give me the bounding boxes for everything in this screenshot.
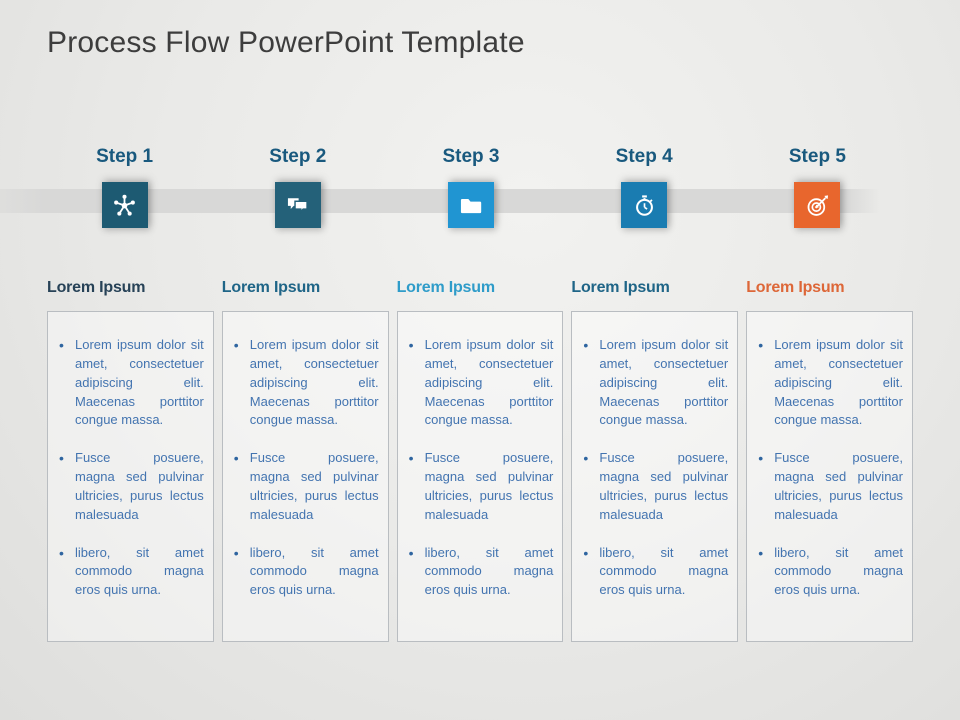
- bullet-item: Lorem ipsum dolor sit amet, consectetuer…: [404, 335, 554, 430]
- bullet-item: libero, sit amet commodo magna eros quis…: [229, 543, 379, 601]
- column-4-heading: Lorem Ipsum: [571, 279, 670, 296]
- column-4: Lorem Ipsum Lorem ipsum dolor sit amet, …: [571, 279, 739, 642]
- network-hub-icon: [111, 192, 138, 219]
- column-3: Lorem Ipsum Lorem ipsum dolor sit amet, …: [396, 279, 564, 642]
- column-1-heading: Lorem Ipsum: [47, 279, 146, 296]
- step-3-label: Step 3: [442, 146, 500, 167]
- bullet-item: Fusce posuere, magna sed pulvinar ultric…: [578, 448, 728, 524]
- bullet-item: libero, sit amet commodo magna eros quis…: [578, 543, 728, 601]
- column-5-bullet-list: Lorem ipsum dolor sit amet, consectetuer…: [753, 335, 903, 601]
- column-4-bullet-list: Lorem ipsum dolor sit amet, consectetuer…: [578, 335, 728, 601]
- bullet-item: Fusce posuere, magna sed pulvinar ultric…: [404, 448, 554, 524]
- stopwatch-icon: [631, 192, 658, 219]
- column-5: Lorem Ipsum Lorem ipsum dolor sit amet, …: [746, 279, 913, 642]
- step-4: Step 4: [558, 145, 731, 228]
- folder-icon: [457, 192, 484, 219]
- step-3: Step 3: [384, 145, 557, 228]
- column-2-text-box[interactable]: Lorem ipsum dolor sit amet, consectetuer…: [221, 311, 389, 642]
- process-steps-row: Step 1: [38, 145, 904, 228]
- column-3-text-box[interactable]: Lorem ipsum dolor sit amet, consectetuer…: [396, 311, 564, 642]
- column-5-heading: Lorem Ipsum: [746, 279, 845, 296]
- target-arrow-icon: [804, 192, 831, 219]
- content-columns-row: Lorem Ipsum Lorem ipsum dolor sit amet, …: [47, 279, 913, 642]
- column-2-bullet-list: Lorem ipsum dolor sit amet, consectetuer…: [229, 335, 379, 601]
- column-1: Lorem Ipsum Lorem ipsum dolor sit amet, …: [47, 279, 214, 642]
- column-3-bullet-list: Lorem ipsum dolor sit amet, consectetuer…: [404, 335, 554, 601]
- bullet-item: Lorem ipsum dolor sit amet, consectetuer…: [753, 335, 903, 430]
- step-5: Step 5: [731, 145, 904, 228]
- step-2-icon-box[interactable]: [274, 182, 321, 228]
- step-5-label: Step 5: [788, 146, 846, 167]
- step-1-icon-box[interactable]: [101, 182, 148, 228]
- chat-bubbles-icon: [284, 192, 311, 219]
- step-2-label: Step 2: [269, 146, 327, 167]
- bullet-item: Lorem ipsum dolor sit amet, consectetuer…: [54, 335, 204, 430]
- bullet-item: Lorem ipsum dolor sit amet, consectetuer…: [578, 335, 728, 430]
- step-2: Step 2: [211, 145, 384, 228]
- bullet-item: Fusce posuere, magna sed pulvinar ultric…: [753, 448, 903, 524]
- step-4-icon-box[interactable]: [621, 182, 668, 228]
- step-3-icon-box[interactable]: [447, 182, 494, 228]
- step-5-icon-box[interactable]: [794, 182, 841, 228]
- step-4-label: Step 4: [615, 146, 673, 167]
- column-1-bullet-list: Lorem ipsum dolor sit amet, consectetuer…: [54, 335, 204, 601]
- bullet-item: Fusce posuere, magna sed pulvinar ultric…: [54, 448, 204, 524]
- step-1-label: Step 1: [96, 146, 154, 167]
- bullet-item: libero, sit amet commodo magna eros quis…: [404, 543, 554, 601]
- column-5-text-box[interactable]: Lorem ipsum dolor sit amet, consectetuer…: [746, 311, 913, 642]
- step-1: Step 1: [38, 145, 211, 228]
- bullet-item: Fusce posuere, magna sed pulvinar ultric…: [229, 448, 379, 524]
- column-3-heading: Lorem Ipsum: [396, 279, 495, 296]
- page-title: Process Flow PowerPoint Template: [47, 26, 525, 59]
- column-2-heading: Lorem Ipsum: [221, 279, 321, 296]
- bullet-item: libero, sit amet commodo magna eros quis…: [54, 543, 204, 601]
- column-1-text-box[interactable]: Lorem ipsum dolor sit amet, consectetuer…: [47, 311, 214, 642]
- column-4-text-box[interactable]: Lorem ipsum dolor sit amet, consectetuer…: [571, 311, 739, 642]
- bullet-item: Lorem ipsum dolor sit amet, consectetuer…: [229, 335, 379, 430]
- bullet-item: libero, sit amet commodo magna eros quis…: [753, 543, 903, 601]
- column-2: Lorem Ipsum Lorem ipsum dolor sit amet, …: [221, 279, 389, 642]
